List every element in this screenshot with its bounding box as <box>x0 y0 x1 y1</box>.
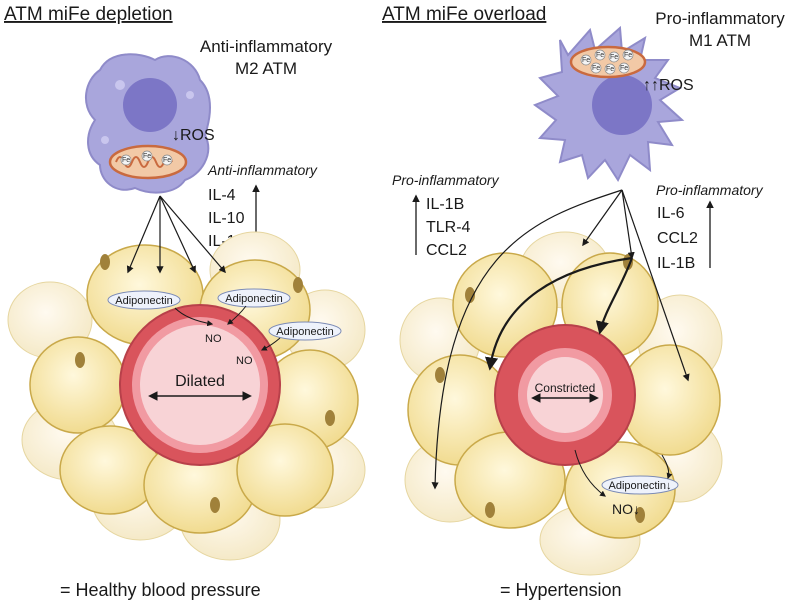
adipocyte-nucleus <box>635 507 645 523</box>
adiponectin-signals: Adiponectin↓ NO↓ <box>574 449 679 517</box>
signal-arrow <box>174 307 214 327</box>
vessel-label: Dilated <box>175 373 225 390</box>
adiponectin-label: Adiponectin <box>276 326 334 338</box>
adipocyte-cluster <box>399 231 723 576</box>
left-heading: ATM miFe depletion <box>4 4 173 25</box>
m2-macrophage: Fe Fe Fe ↓ROS <box>84 53 215 194</box>
vesicle <box>115 80 125 90</box>
fe-tag: Fe <box>592 65 600 72</box>
mitochondrion: Fe Fe Fe <box>108 144 188 180</box>
vessel-lumen <box>140 325 260 445</box>
left-outcome: = Healthy blood pressure <box>60 580 261 600</box>
macrophage-type-line1: Pro-inflammatory <box>655 9 785 28</box>
arrow <box>595 257 634 335</box>
vessel-lumen <box>527 357 603 433</box>
fe-tag: Fe <box>143 153 151 160</box>
adiponectin-bubble <box>107 290 181 310</box>
right-panel: ATM miFe overload Fe Fe Fe Fe Fe Fe Fe <box>382 4 785 600</box>
macrophage-nucleus <box>592 75 652 135</box>
adiponectin-bubble <box>217 288 291 308</box>
macrophage-type-line1: Anti-inflammatory <box>200 37 333 56</box>
signal-arrow <box>574 449 606 497</box>
cytokine-ccl2: CCL2 <box>657 230 698 247</box>
adipocyte-nucleus <box>435 367 445 383</box>
adipocyte <box>236 423 334 517</box>
adipocyte-nucleus <box>465 287 475 303</box>
fe-tag: Fe <box>624 52 632 59</box>
adiponectin-signals: Adiponectin Adiponectin Adiponectin NO N… <box>107 288 342 367</box>
vessel-label: Constricted <box>535 381 596 395</box>
left-signal-arrows <box>126 195 226 274</box>
signal-arrow <box>260 337 281 351</box>
iron-granule <box>120 154 132 166</box>
macrophage-type-line2: M1 ATM <box>689 31 751 50</box>
arrow <box>621 189 635 260</box>
right-signal-arrows <box>431 189 690 490</box>
cytokine-il1b: IL-1B <box>426 196 464 213</box>
adipocyte <box>452 252 558 358</box>
cytokine-heading-left: Pro-inflammatory <box>392 172 500 188</box>
adipocyte-nucleus <box>325 410 335 426</box>
ros-label: ↓ROS <box>172 127 215 144</box>
adipocyte <box>29 336 127 434</box>
vesicle <box>186 91 194 99</box>
cytokine-il1b: IL-1B <box>657 255 695 272</box>
cytokine-il10: IL-10 <box>208 210 245 227</box>
adipocyte-nucleus <box>210 497 220 513</box>
dilated-vessel: Dilated <box>119 304 281 466</box>
iron-granule <box>161 154 173 166</box>
fe-tag: Fe <box>582 57 590 64</box>
right-outcome: = Hypertension <box>500 580 622 600</box>
cytokine-ccl2: CCL2 <box>426 242 467 259</box>
adipocyte-nucleus <box>485 502 495 518</box>
no-label: NO <box>205 333 222 345</box>
arrow <box>126 195 161 274</box>
adiponectin-label: Adiponectin <box>225 293 283 305</box>
fe-tag: Fe <box>122 157 130 164</box>
ros-label: ↑↑ROS <box>643 77 694 94</box>
arrow <box>431 189 623 490</box>
adiponectin-bubble <box>601 475 679 495</box>
cytokine-il4: IL-4 <box>208 187 236 204</box>
iron-granule <box>141 150 153 162</box>
fe-tag: Fe <box>596 52 604 59</box>
adiponectin-label: Adiponectin <box>115 295 173 307</box>
right-heading: ATM miFe overload <box>382 4 546 25</box>
cytokine-heading-right: Pro-inflammatory <box>656 182 764 198</box>
signal-arrow <box>661 454 673 480</box>
mitochondrion: Fe Fe Fe Fe Fe Fe Fe <box>569 45 647 79</box>
constricted-vessel: Constricted <box>494 324 636 466</box>
cytokine-tlr4: TLR-4 <box>426 219 471 236</box>
adiponectin-bubble <box>268 321 342 341</box>
macrophage-nucleus <box>123 78 177 132</box>
fe-tag: Fe <box>606 66 614 73</box>
macrophage-type-line2: M2 ATM <box>235 59 297 78</box>
no-label: NO↓ <box>612 501 640 517</box>
cytokine-heading: Anti-inflammatory <box>207 162 318 178</box>
arrow <box>621 189 690 382</box>
arrow <box>485 256 633 371</box>
arrow <box>159 195 196 274</box>
fe-tag: Fe <box>163 157 171 164</box>
vesicle <box>101 136 109 144</box>
fe-tag: Fe <box>620 65 628 72</box>
arrow <box>582 189 623 247</box>
m1-macrophage: Fe Fe Fe Fe Fe Fe Fe ↑↑ROS <box>532 25 694 183</box>
no-label: NO <box>236 355 253 367</box>
arrow <box>159 195 226 274</box>
signal-arrow <box>227 305 247 325</box>
left-panel: ATM miFe depletion Fe Fe Fe ↓ROS Anti-in… <box>4 4 366 600</box>
adipocyte-nucleus <box>293 277 303 293</box>
fe-tag: Fe <box>610 54 618 61</box>
adipocyte-nucleus <box>100 254 110 270</box>
cytokine-il6: IL-6 <box>657 205 685 222</box>
adipocyte-cluster <box>7 231 366 561</box>
adipocyte-nucleus <box>75 352 85 368</box>
adiponectin-label: Adiponectin↓ <box>609 480 672 492</box>
